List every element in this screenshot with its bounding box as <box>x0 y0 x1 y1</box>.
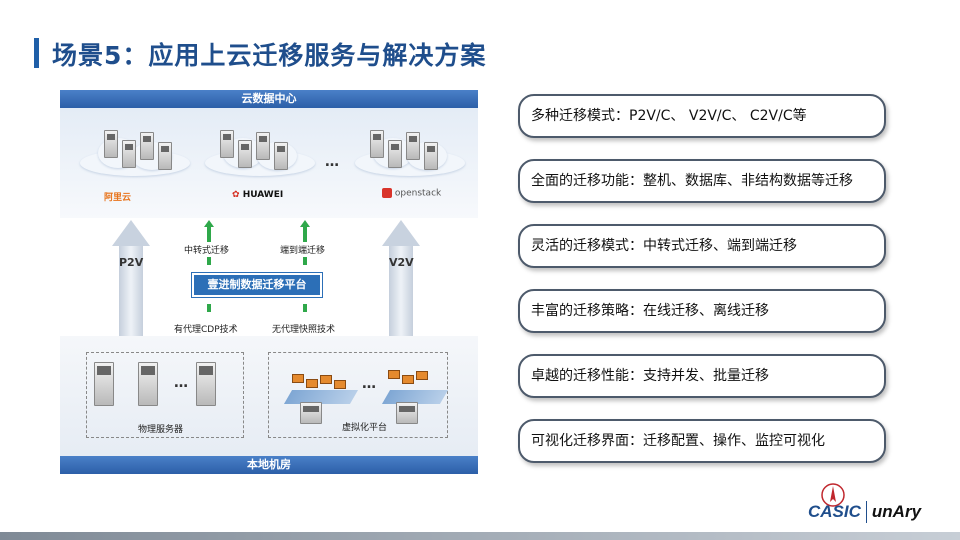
feature-item: 可视化迁移界面：迁移配置、操作、监控可视化 <box>518 419 886 463</box>
server-icon <box>220 130 234 158</box>
server-icon <box>406 132 420 160</box>
server-icon <box>424 142 438 170</box>
arrow-dash <box>207 304 211 312</box>
vm-icon <box>292 374 304 383</box>
relay-migration-label: 中转式迁移 <box>184 246 230 256</box>
openstack-logo: openstack <box>382 188 441 199</box>
host-server-icon <box>396 402 418 424</box>
e2e-migration-arrow <box>300 220 310 242</box>
virtual-platform-box <box>268 352 448 438</box>
v2v-label: V2V <box>389 256 414 269</box>
server-icon <box>238 140 252 168</box>
physical-servers-label: 物理服务器 <box>138 425 184 435</box>
relay-migration-arrow <box>204 220 214 242</box>
feature-item: 多种迁移模式：P2V/C、 V2V/C、 C2V/C等 <box>518 94 886 138</box>
server-icon <box>370 130 384 158</box>
more-hosts-ellipsis: … <box>362 376 376 392</box>
unary-logo-text: unAry <box>871 502 922 521</box>
physical-servers-box <box>86 352 244 438</box>
feature-item: 全面的迁移功能：整机、数据库、非结构数据等迁移 <box>518 159 886 203</box>
huawei-logo: ✿ HUAWEI <box>232 190 284 200</box>
virtual-platform-label: 虚拟化平台 <box>342 423 388 433</box>
vm-icon <box>402 375 414 384</box>
more-clouds-ellipsis: … <box>325 154 339 170</box>
server-icon <box>158 142 172 170</box>
vm-icon <box>320 375 332 384</box>
local-datacenter-footer: 本地机房 <box>60 456 478 474</box>
page-title: 场景5：应用上云迁移服务与解决方案 <box>52 41 487 70</box>
company-logo: CASIC unAry <box>808 497 921 527</box>
logo-separator <box>865 501 867 523</box>
physical-server-icon <box>94 362 114 406</box>
migration-platform-box: 壹进制数据迁移平台 <box>192 273 322 297</box>
migration-diagram: 云数据中心 阿里云 ✿ HUAWEI … openstack P2V <box>60 90 478 476</box>
server-icon <box>122 140 136 168</box>
server-icon <box>104 130 118 158</box>
feature-item: 卓越的迁移性能：支持并发、批量迁移 <box>518 354 886 398</box>
p2v-label: P2V <box>119 256 144 269</box>
server-icon <box>388 140 402 168</box>
vm-icon <box>388 370 400 379</box>
agentless-snapshot-label: 无代理快照技术 <box>272 325 336 335</box>
casic-logo-text: CASIC <box>808 502 861 521</box>
cloud-datacenter-header: 云数据中心 <box>60 90 478 108</box>
host-server-icon <box>300 402 322 424</box>
physical-server-icon <box>138 362 158 406</box>
more-servers-ellipsis: … <box>174 375 188 391</box>
server-icon <box>256 132 270 160</box>
title-accent-bar <box>34 38 39 68</box>
feature-item: 灵活的迁移模式：中转式迁移、端到端迁移 <box>518 224 886 268</box>
aliyun-logo: 阿里云 <box>104 193 132 203</box>
arrow-dash <box>207 257 211 265</box>
vm-icon <box>306 379 318 388</box>
agent-cdp-label: 有代理CDP技术 <box>174 325 238 335</box>
feature-item: 丰富的迁移策略：在线迁移、离线迁移 <box>518 289 886 333</box>
footer-bar <box>0 532 960 540</box>
casic-emblem-icon <box>821 483 845 507</box>
physical-server-icon <box>196 362 216 406</box>
vm-icon <box>416 371 428 380</box>
arrow-dash <box>303 257 307 265</box>
vm-icon <box>334 380 346 389</box>
arrow-dash <box>303 304 307 312</box>
e2e-migration-label: 端到端迁移 <box>280 246 326 256</box>
server-icon <box>140 132 154 160</box>
server-icon <box>274 142 288 170</box>
